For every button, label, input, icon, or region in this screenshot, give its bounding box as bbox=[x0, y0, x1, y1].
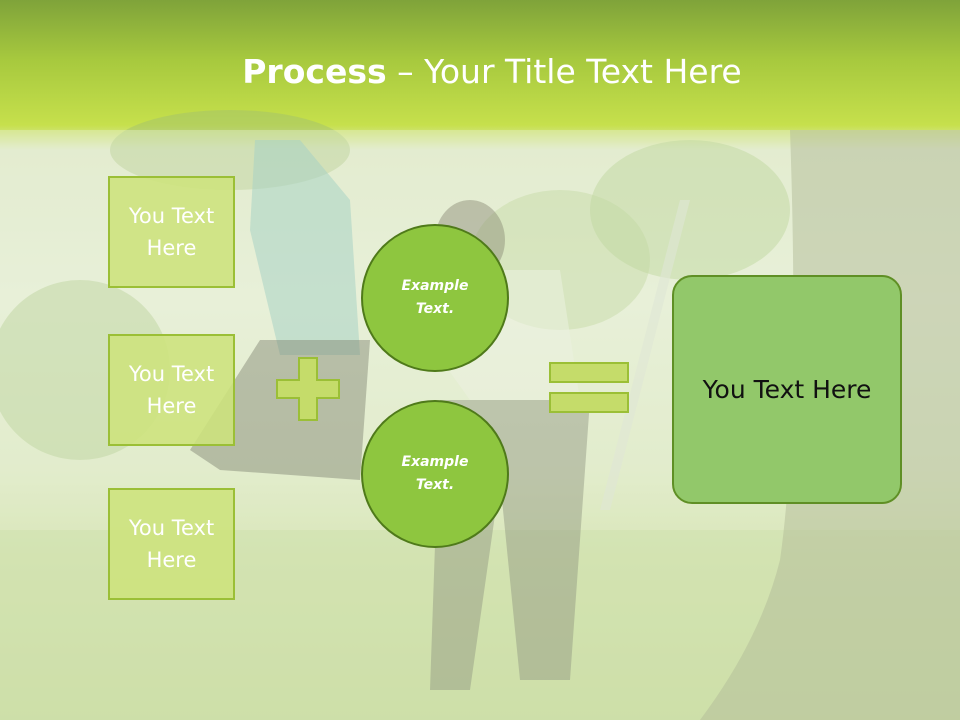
title-dash: – bbox=[386, 52, 425, 91]
text-box-3[interactable]: You Text Here bbox=[108, 488, 235, 600]
text-box-1[interactable]: You Text Here bbox=[108, 176, 235, 288]
example-circle-1[interactable]: Example Text. bbox=[361, 224, 509, 372]
equals-icon bbox=[549, 362, 629, 413]
title-bold: Process bbox=[242, 52, 387, 91]
circle-1-text: Example Text. bbox=[401, 278, 469, 317]
result-box[interactable]: You Text Here bbox=[672, 275, 902, 504]
slide-title: Process – Your Title Text Here bbox=[0, 52, 960, 91]
circle-2-text: Example Text. bbox=[401, 454, 469, 493]
title-rest: Your Title Text Here bbox=[424, 52, 742, 91]
example-circle-2[interactable]: Example Text. bbox=[361, 400, 509, 548]
text-box-2[interactable]: You Text Here bbox=[108, 334, 235, 446]
plus-icon bbox=[276, 357, 340, 421]
